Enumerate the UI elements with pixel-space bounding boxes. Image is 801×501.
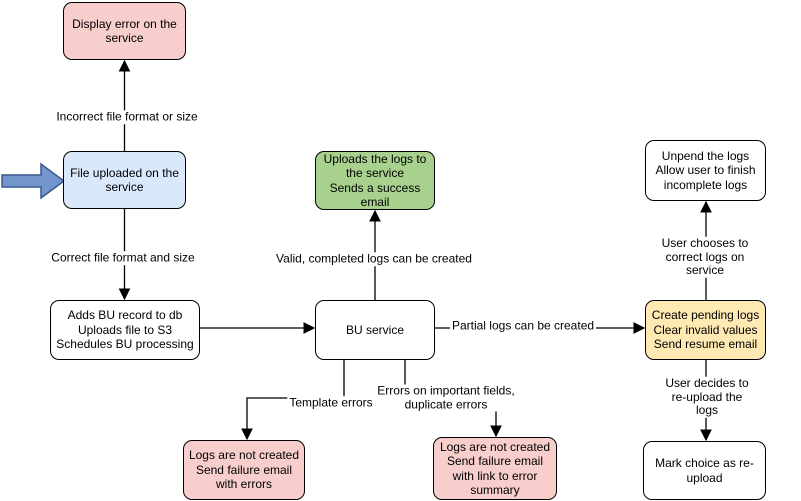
edge-label-important-field-errors: Errors on important fields, duplicate er… [375, 383, 517, 412]
node-adds-bu-record: Adds BU record to db Uploads file to S3 … [50, 300, 200, 360]
edge-label-valid-logs: Valid, completed logs can be created [274, 251, 474, 266]
edge-label-incorrect-format: Incorrect file format or size [54, 109, 200, 124]
edge-label-partial-logs: Partial logs can be created [449, 318, 597, 333]
edge-label-correct-format: Correct file format and size [49, 250, 197, 265]
edge-label-user-corrects: User chooses to correct logs on service [657, 236, 753, 278]
node-logs-not-created-errors: Logs are not created Send failure email … [183, 440, 305, 500]
input-arrow-icon [1, 162, 66, 200]
node-logs-not-created-summary: Logs are not created Send failure email … [433, 437, 557, 500]
edge-label-user-reuploads: User decides to re-upload the logs [660, 376, 754, 418]
edge-label-template-errors: Template errors [287, 395, 375, 410]
node-file-uploaded: File uploaded on the service [63, 151, 186, 209]
node-display-error: Display error on the service [63, 2, 186, 60]
node-unpend-logs: Unpend the logs Allow user to finish inc… [645, 140, 766, 201]
node-create-pending-logs: Create pending logs Clear invalid values… [645, 300, 766, 360]
node-uploads-logs: Uploads the logs to the service Sends a … [315, 151, 435, 210]
node-bu-service: BU service [315, 300, 435, 360]
node-mark-reupload: Mark choice as re- upload [643, 441, 766, 500]
